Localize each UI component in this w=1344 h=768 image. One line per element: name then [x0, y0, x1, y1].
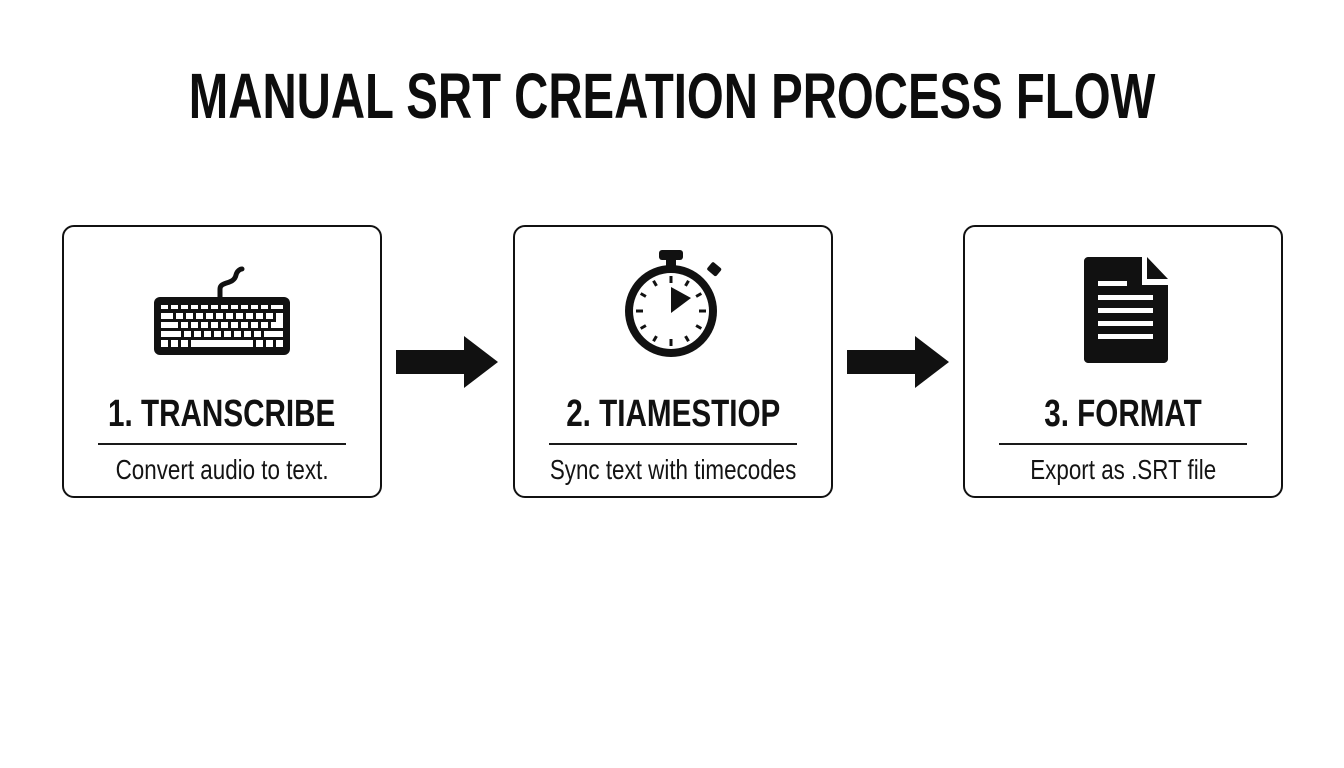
stopwatch-icon: [515, 227, 831, 377]
step-heading: 3. FORMAT: [965, 393, 1281, 435]
step-heading-text: 2. TIAMESTIOP: [565, 393, 781, 435]
step-description: Export as .SRT file: [965, 453, 1281, 487]
page-title-text: MANUAL SRT CREATION PROCESS FLOW: [188, 60, 1156, 132]
step-description-text: Convert audio to text.: [115, 454, 329, 485]
step-timestamp: 2. TIAMESTIOP Sync text with timecodes: [513, 225, 833, 498]
step-transcribe: 1. TRANSCRIBE Convert audio to text.: [62, 225, 382, 498]
arrow-right-icon: [396, 336, 498, 388]
step-heading: 1. TRANSCRIBE: [64, 393, 380, 435]
step-format: 3. FORMAT Export as .SRT file: [963, 225, 1283, 498]
arrow-right-icon: [847, 336, 949, 388]
keyboard-icon: [64, 227, 380, 377]
document-icon: [965, 227, 1281, 377]
step-description-text: Export as .SRT file: [1030, 454, 1216, 485]
step-description-text: Sync text with timecodes: [549, 454, 797, 485]
step-heading-text: 3. FORMAT: [1044, 393, 1202, 435]
divider: [999, 443, 1247, 445]
step-heading: 2. TIAMESTIOP: [515, 393, 831, 435]
divider: [98, 443, 346, 445]
page-title: MANUAL SRT CREATION PROCESS FLOW: [0, 58, 1344, 134]
divider: [549, 443, 797, 445]
step-heading-text: 1. TRANSCRIBE: [108, 393, 336, 435]
step-description: Convert audio to text.: [64, 453, 380, 487]
step-description: Sync text with timecodes: [515, 453, 831, 487]
